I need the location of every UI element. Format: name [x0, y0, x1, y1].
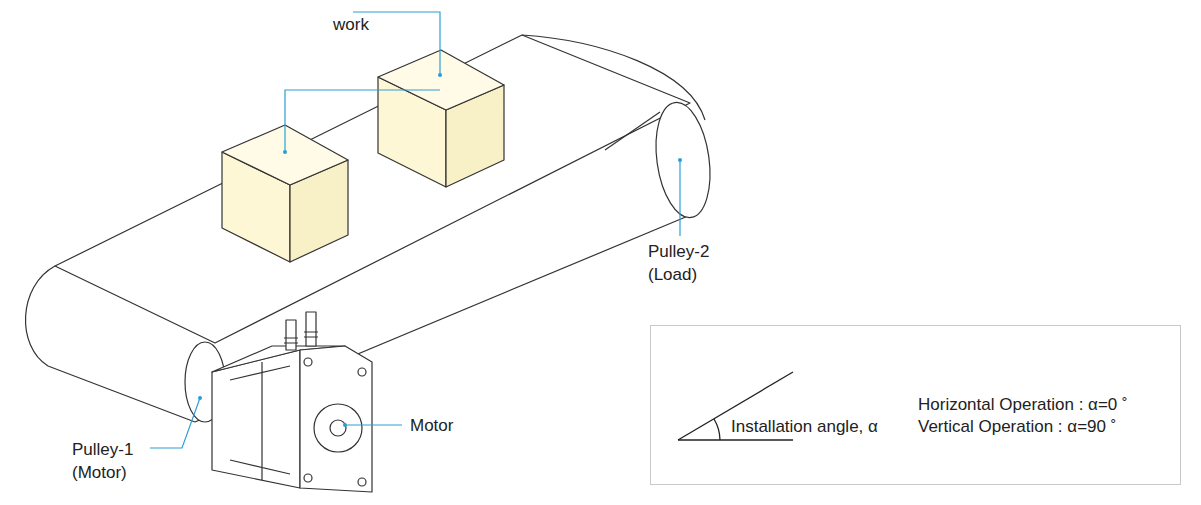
motor [212, 312, 372, 492]
belt-top [55, 35, 690, 343]
part-label: Pulley-1 (Motor) [72, 438, 144, 484]
motor-connector [286, 320, 296, 350]
motor-front [300, 346, 372, 492]
leader-line [679, 160, 680, 236]
motor-flange [314, 404, 362, 452]
motor-screw [304, 474, 312, 482]
leader-dot [198, 396, 202, 400]
motor-screw [358, 478, 366, 486]
belt-inner-edge [605, 112, 660, 150]
leader-line [150, 398, 200, 448]
angle-base [678, 439, 793, 440]
operation-note: Vertical Operation : α=90 ˚ [918, 416, 1116, 437]
connector-thread [284, 332, 318, 343]
motor-shaft [330, 420, 346, 436]
motor-body [212, 350, 300, 488]
angle-arc [714, 419, 720, 440]
leader-line [285, 90, 440, 152]
leader-dot [438, 73, 442, 77]
leader-dot [283, 150, 287, 154]
angle-label: Installation angle, α [731, 416, 878, 437]
motor-screw [304, 358, 312, 366]
leader-dot [678, 158, 682, 162]
motor-screw [358, 368, 366, 376]
motor-lines [230, 362, 290, 480]
leader-dot [343, 423, 347, 427]
leader-line [345, 424, 402, 425]
operation-note: Horizontal Operation : α=0 ˚ [918, 394, 1128, 415]
part-label: Pulley-2 (Load) [648, 240, 720, 286]
motor-connector [306, 312, 316, 346]
part-label: Motor [410, 414, 453, 437]
info-panel: Installation angle, α Horizontal Operatio… [650, 325, 1181, 485]
work-label: work [333, 13, 369, 36]
pulley-2 [649, 99, 717, 221]
work-box-2-top [378, 50, 504, 110]
